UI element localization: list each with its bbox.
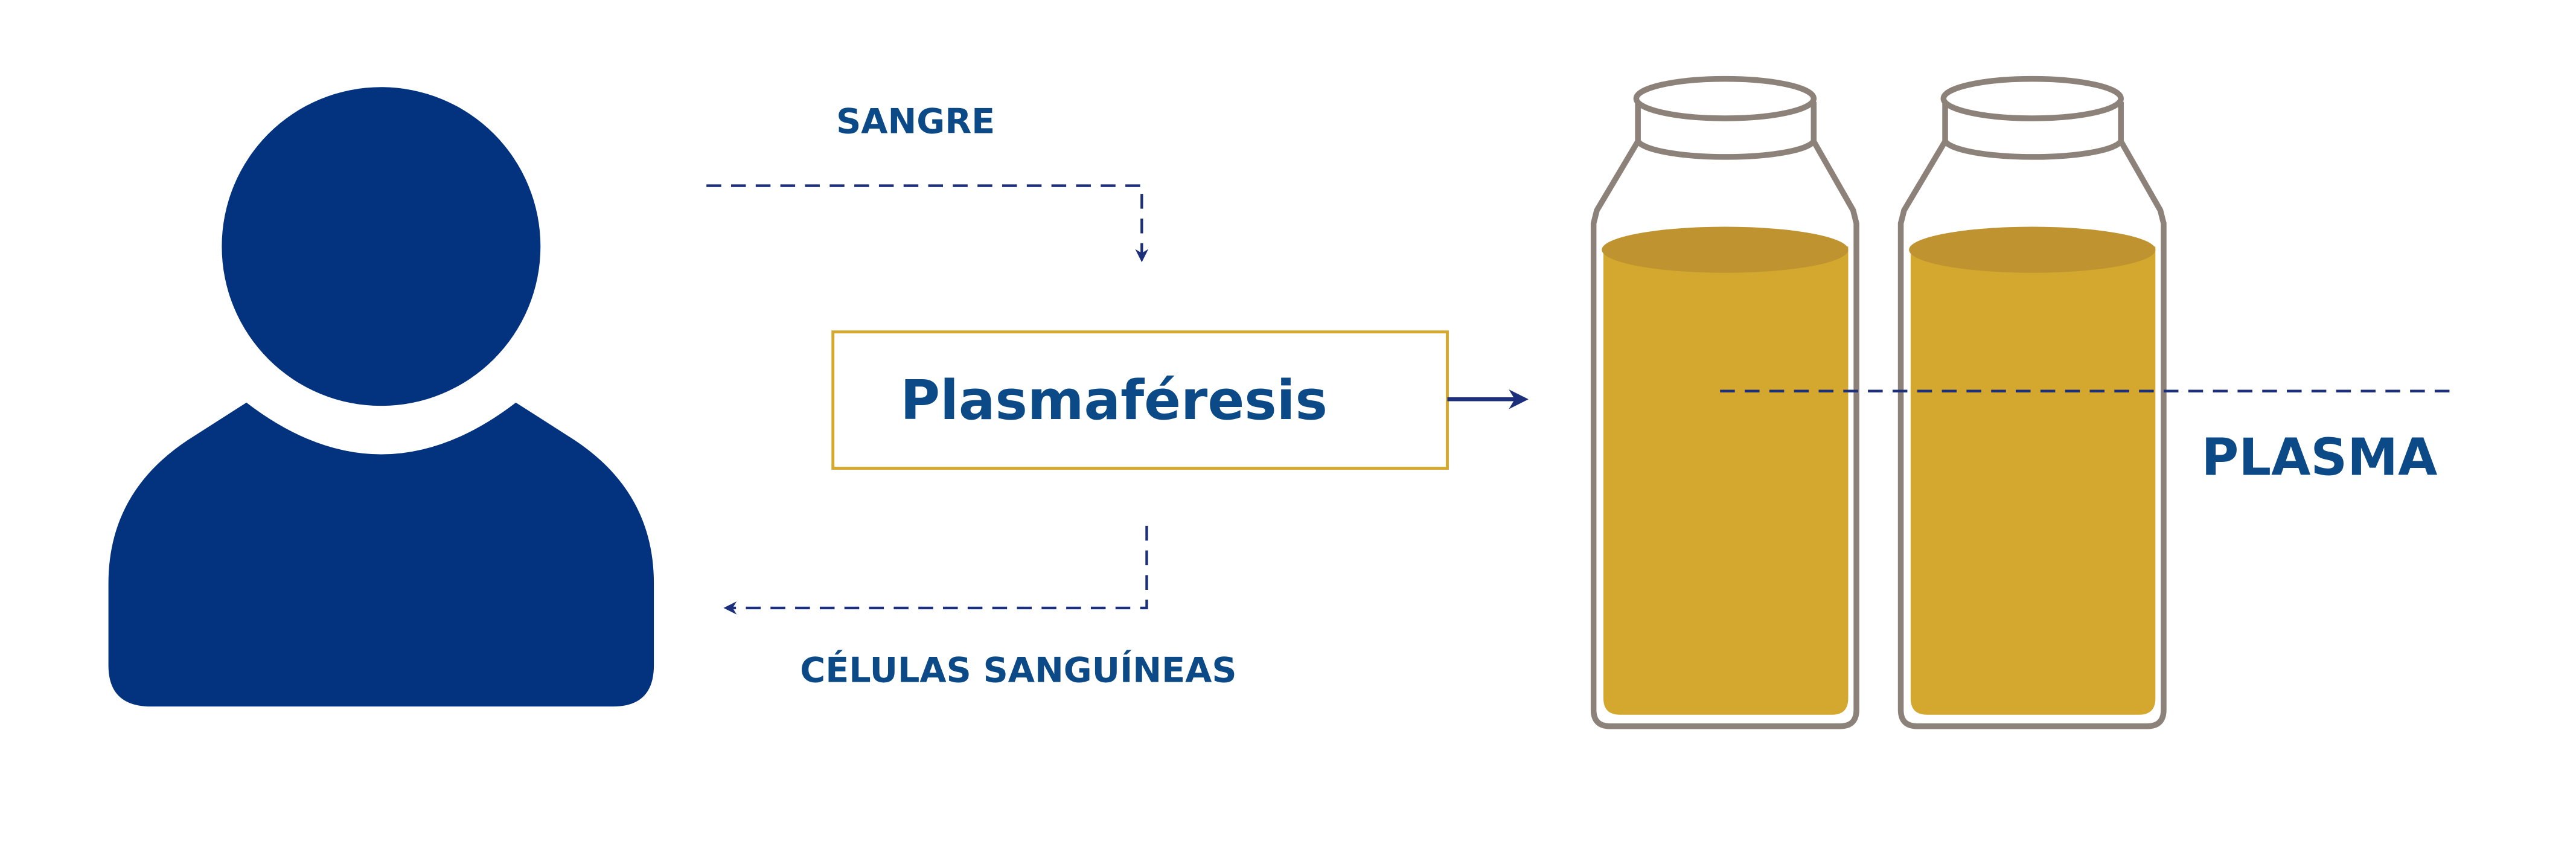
process-label: Plasmaféresis [900, 370, 1328, 432]
blood-flow-arrow [706, 184, 1149, 263]
cells-return-arrow [723, 525, 1148, 615]
cells-label: CÉLULAS SANGUÍNEAS [800, 649, 1236, 690]
person-icon [108, 87, 654, 707]
process-box [831, 330, 1449, 470]
blood-label: SANGRE [836, 101, 995, 141]
plasma-label: PLASMA [2202, 427, 2438, 487]
plasma-bottle-icon [1897, 75, 2167, 729]
plasma-bottle-icon [1590, 75, 1859, 729]
